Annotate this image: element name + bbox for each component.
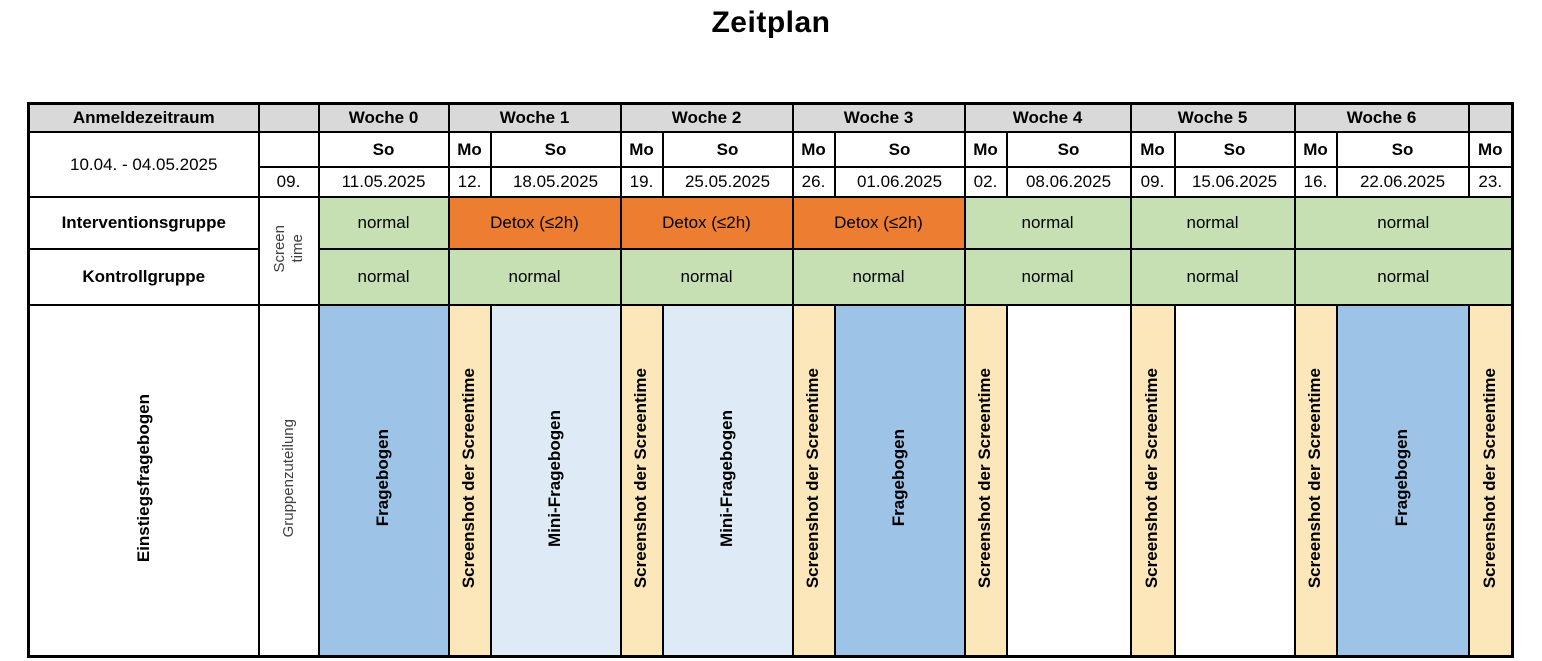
monday-date-2: 26. [791, 166, 836, 198]
control-row: Kontrollgruppe normal normal normal norm… [27, 248, 1514, 306]
day-mo-w1: Mo [447, 131, 492, 168]
pre-week-blank-cell [257, 131, 320, 168]
week-header-0: Woche 0 [317, 102, 450, 133]
anmelde-period-cell: 10.04. - 04.05.2025 [27, 131, 260, 198]
task-cell-w3-monday: Screenshot der Screentime [791, 304, 836, 658]
monday-date-4: 09. [1129, 166, 1176, 198]
intervention-value-w6: normal [1293, 196, 1514, 250]
sunday-date-6: 22.06.2025 [1335, 166, 1470, 198]
task-cell-w4-monday: Screenshot der Screentime [963, 304, 1008, 658]
week-header-row: Anmeldezeitraum Woche 0 Woche 1 Woche 2 … [27, 102, 1514, 133]
sunday-date-2: 25.05.2025 [661, 166, 794, 198]
date-row: 09. 11.05.2025 12. 18.05.2025 19. 25.05.… [29, 166, 1514, 198]
sunday-date-1: 18.05.2025 [489, 166, 622, 198]
task-label: Screenshot der Screentime [1480, 367, 1500, 589]
task-cell-w2-sunday: Mini-Fragebogen [661, 304, 794, 658]
intervention-row: Interventionsgruppe Screen time normal D… [27, 196, 1514, 306]
day-so-w2: So [661, 131, 794, 168]
trailing-blank-header-cell [1467, 102, 1514, 133]
task-label: Fragebogen [1392, 429, 1412, 527]
day-mo-w5: Mo [1129, 131, 1176, 168]
sunday-date-5: 15.06.2025 [1173, 166, 1296, 198]
monday-date-5: 16. [1293, 166, 1338, 198]
sunday-date-0: 11.05.2025 [317, 166, 450, 198]
task-cell-w5-sunday [1173, 304, 1296, 658]
week-header-1: Woche 1 [447, 102, 622, 133]
task-cell-w6-sunday: Fragebogen [1335, 304, 1470, 658]
day-so-w4: So [1005, 131, 1132, 168]
pre-monday-date-cell: 09. [257, 166, 320, 198]
intervention-value-w5: normal [1129, 196, 1296, 250]
intervention-value-w4: normal [963, 196, 1132, 250]
task-label: Screenshot der Screentime [631, 367, 651, 589]
corner-blank-cell [257, 102, 320, 133]
control-value-w2: normal [619, 248, 794, 306]
task-label: Fragebogen [373, 429, 393, 527]
task-cell-w1-sunday: Mini-Fragebogen [489, 304, 622, 658]
task-cell-w3-sunday: Fragebogen [833, 304, 966, 658]
task-label: Screenshot der Screentime [459, 367, 479, 589]
screen-time-cell: Screen time [257, 196, 320, 306]
intervention-value-w1: Detox (≤2h) [447, 196, 622, 250]
week-header-5: Woche 5 [1129, 102, 1296, 133]
monday-date-3: 02. [963, 166, 1008, 198]
day-mo-trailing: Mo [1467, 131, 1514, 168]
anmeldezeitraum-header-cell: Anmeldezeitraum [27, 102, 260, 133]
day-so-w3: So [833, 131, 966, 168]
einstieg-label: Einstiegsfragebogen [133, 393, 153, 563]
day-so-w0: So [317, 131, 450, 168]
week-header-4: Woche 4 [963, 102, 1132, 133]
day-so-w5: So [1173, 131, 1296, 168]
day-mo-w2: Mo [619, 131, 664, 168]
task-cell-w1-monday: Screenshot der Screentime [447, 304, 492, 658]
intervention-value-w2: Detox (≤2h) [619, 196, 794, 250]
task-cell-w6-monday: Screenshot der Screentime [1293, 304, 1338, 658]
screen-time-label: Screen time [270, 224, 306, 273]
day-mo-w4: Mo [963, 131, 1008, 168]
task-cell-trailing-monday: Screenshot der Screentime [1467, 304, 1514, 658]
day-label-row: 10.04. - 04.05.2025 So Mo So Mo So Mo So… [27, 131, 1514, 198]
day-mo-w3: Mo [791, 131, 836, 168]
task-label: Mini-Fragebogen [717, 409, 737, 547]
control-value-w3: normal [791, 248, 966, 306]
week-header-6: Woche 6 [1293, 102, 1470, 133]
task-label: Screenshot der Screentime [803, 367, 823, 589]
task-cell-w2-monday: Screenshot der Screentime [619, 304, 664, 658]
week-header-3: Woche 3 [791, 102, 966, 133]
control-value-w6: normal [1293, 248, 1514, 306]
sunday-date-4: 08.06.2025 [1005, 166, 1132, 198]
task-cell-w4-sunday [1005, 304, 1132, 658]
day-mo-w6: Mo [1293, 131, 1338, 168]
day-so-w1: So [489, 131, 622, 168]
intervention-value-w3: Detox (≤2h) [791, 196, 966, 250]
task-label: Fragebogen [889, 429, 909, 527]
intervention-value-w0: normal [317, 196, 450, 250]
task-label: Screenshot der Screentime [1142, 367, 1162, 589]
task-row: Einstiegsfragebogen Gruppenzuteilung Fra… [27, 304, 1514, 658]
task-label: Screenshot der Screentime [975, 367, 995, 589]
zeitplan-table: Anmeldezeitraum Woche 0 Woche 1 Woche 2 … [27, 102, 1514, 658]
intervention-label-cell: Interventionsgruppe [27, 196, 260, 250]
gruppenzuteilung-label: Gruppenzuteilung [279, 418, 297, 538]
week-header-2: Woche 2 [619, 102, 794, 133]
control-value-w0: normal [317, 248, 450, 306]
task-label: Mini-Fragebogen [545, 409, 565, 547]
task-cell-w5-monday: Screenshot der Screentime [1129, 304, 1176, 658]
task-cell-w0-sunday: Fragebogen [317, 304, 450, 658]
monday-date-6: 23. [1467, 166, 1514, 198]
gruppenzuteilung-cell: Gruppenzuteilung [257, 304, 320, 658]
page-title: Zeitplan [711, 6, 831, 39]
control-label-cell: Kontrollgruppe [27, 248, 260, 306]
control-value-w1: normal [447, 248, 622, 306]
monday-date-0: 12. [447, 166, 492, 198]
control-value-w4: normal [963, 248, 1132, 306]
control-value-w5: normal [1129, 248, 1296, 306]
einstieg-cell: Einstiegsfragebogen [27, 304, 260, 658]
monday-date-1: 19. [619, 166, 664, 198]
task-label: Screenshot der Screentime [1305, 367, 1325, 589]
day-so-w6: So [1335, 131, 1470, 168]
sunday-date-3: 01.06.2025 [833, 166, 966, 198]
